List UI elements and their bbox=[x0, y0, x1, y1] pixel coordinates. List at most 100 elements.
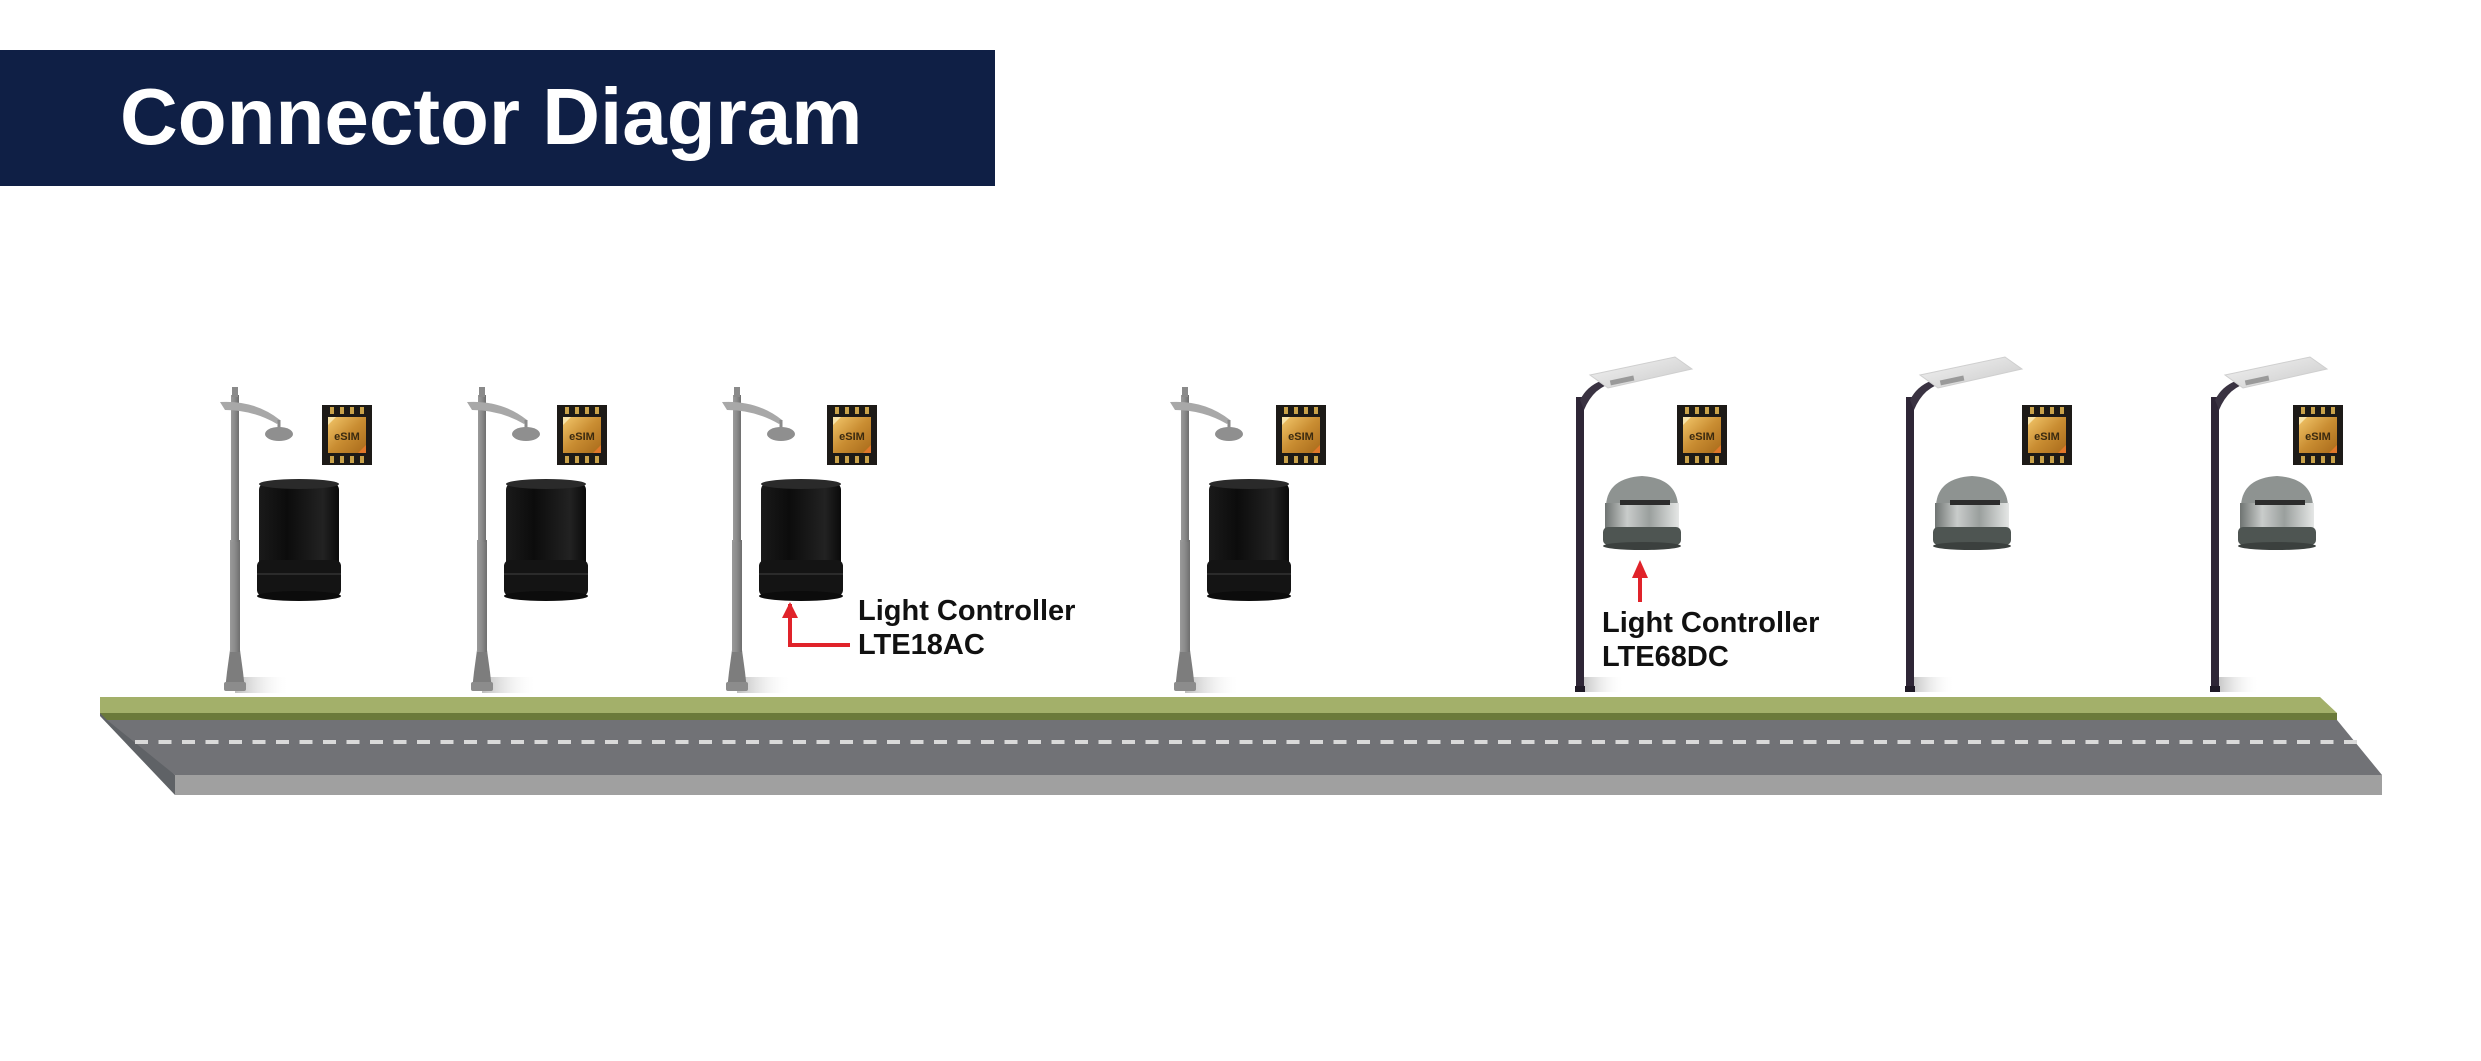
lane-dash bbox=[1615, 740, 1629, 744]
callout-model: LTE68DC bbox=[1602, 641, 1729, 673]
controller-top bbox=[1209, 479, 1289, 489]
pole-foot bbox=[2210, 686, 2220, 692]
lane-dash bbox=[1803, 740, 1817, 744]
controller-dome bbox=[1936, 476, 2008, 505]
street-light-ac bbox=[1170, 387, 1291, 693]
esim-chip-icon: eSIM bbox=[557, 405, 607, 465]
pole-foot bbox=[224, 682, 246, 691]
lane-dash bbox=[1051, 740, 1065, 744]
controller-top bbox=[259, 479, 339, 489]
street-light-dc bbox=[1905, 356, 2024, 692]
lane-dash bbox=[2226, 740, 2240, 744]
lane-dash bbox=[511, 740, 524, 744]
controller-base bbox=[759, 560, 843, 596]
street-light-ac bbox=[220, 387, 341, 693]
lane-dash bbox=[1686, 740, 1699, 744]
lane-dash bbox=[2297, 740, 2310, 744]
esim-chip-icon: eSIM bbox=[827, 405, 877, 465]
lane-markings bbox=[135, 740, 2357, 744]
lane-dash bbox=[1568, 740, 1582, 744]
lane-dash bbox=[205, 740, 219, 744]
lane-dash bbox=[1827, 740, 1840, 744]
esim-text: eSIM bbox=[2034, 431, 2060, 443]
pole-foot bbox=[1575, 686, 1585, 692]
pole-shadow bbox=[1910, 677, 1955, 692]
lane-dash bbox=[323, 740, 336, 744]
lane-dash bbox=[769, 740, 783, 744]
controller-body bbox=[1209, 482, 1289, 570]
callout-arrow-lte18ac bbox=[782, 602, 850, 647]
controller-base bbox=[257, 560, 341, 596]
lamp-head-icon bbox=[1215, 427, 1243, 441]
pole-base bbox=[225, 650, 245, 690]
lamp-head-icon bbox=[767, 427, 795, 441]
lane-dash bbox=[276, 740, 289, 744]
pole-base bbox=[472, 650, 492, 690]
controller-base bbox=[1933, 527, 2011, 545]
pole-finial bbox=[1182, 387, 1188, 397]
lane-dash bbox=[1498, 740, 1511, 744]
esim-text: eSIM bbox=[2305, 431, 2331, 443]
street-light-ac bbox=[722, 387, 843, 693]
callout-title: Light Controller bbox=[858, 595, 1076, 627]
lane-dash bbox=[1028, 740, 1041, 744]
lane-dash bbox=[346, 740, 360, 744]
lane-dash bbox=[1333, 740, 1347, 744]
lane-dash bbox=[252, 740, 266, 744]
controller-top bbox=[506, 479, 586, 489]
callout-label-lte18ac: Light Controller LTE18AC bbox=[858, 594, 1075, 662]
pole-shaft-lower bbox=[732, 540, 742, 652]
pole-arm bbox=[220, 401, 280, 424]
controller-body bbox=[259, 482, 339, 570]
lane-dash bbox=[1897, 740, 1911, 744]
lane-dash bbox=[1968, 740, 1981, 744]
lane-dash bbox=[1286, 740, 1300, 744]
lane-dash bbox=[1380, 740, 1394, 744]
street-lights bbox=[220, 356, 2329, 693]
pole-shaft-lower bbox=[230, 540, 240, 652]
esim-chip-icon: eSIM bbox=[322, 405, 372, 465]
pole-foot bbox=[1905, 686, 1915, 692]
controller-bottom bbox=[2238, 542, 2316, 550]
esim-text: eSIM bbox=[1288, 431, 1314, 443]
solar-panel-icon bbox=[1918, 356, 2024, 389]
controller-base bbox=[1603, 527, 1681, 545]
lane-dash bbox=[2320, 740, 2334, 744]
pole-shaft-upper bbox=[231, 395, 239, 542]
callout-title: Light Controller bbox=[1602, 607, 1820, 639]
pole-arm bbox=[1170, 401, 1230, 424]
controller-top bbox=[761, 479, 841, 489]
controller-base bbox=[504, 560, 588, 596]
esim-text: eSIM bbox=[1689, 431, 1715, 443]
controller-dome bbox=[2241, 476, 2313, 505]
controller-band bbox=[1620, 500, 1670, 505]
controller-bottom bbox=[257, 591, 341, 601]
lane-dash bbox=[417, 740, 430, 744]
esim-text: eSIM bbox=[839, 431, 865, 443]
lane-dash bbox=[1639, 740, 1652, 744]
lane-dash bbox=[1780, 740, 1793, 744]
road-asphalt bbox=[107, 720, 2382, 775]
controller-base bbox=[2238, 527, 2316, 545]
pole-shadow bbox=[737, 677, 792, 693]
pole-foot bbox=[471, 682, 493, 691]
pole-shadow bbox=[482, 677, 537, 693]
lane-dash bbox=[957, 740, 971, 744]
lane-dash bbox=[2250, 740, 2263, 744]
lane-dash bbox=[675, 740, 689, 744]
lane-dash bbox=[1991, 740, 2005, 744]
lane-dash bbox=[1451, 740, 1464, 744]
pole-shadow bbox=[1185, 677, 1240, 693]
lane-dash bbox=[581, 740, 595, 744]
lane-dash bbox=[1921, 740, 1934, 744]
pole-shaft bbox=[1576, 397, 1584, 692]
lane-dash bbox=[1756, 740, 1770, 744]
lane-dash bbox=[2015, 740, 2028, 744]
lane-dash bbox=[863, 740, 877, 744]
controller-bottom bbox=[759, 591, 843, 601]
lane-dash bbox=[1662, 740, 1676, 744]
lane-dash bbox=[440, 740, 454, 744]
lane-dash bbox=[393, 740, 407, 744]
controller-bottom bbox=[1603, 542, 1681, 550]
pole-foot bbox=[726, 682, 748, 691]
